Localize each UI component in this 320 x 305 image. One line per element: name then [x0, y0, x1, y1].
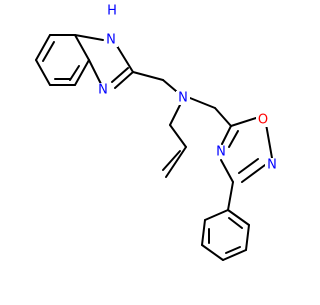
bond-amine-ch2 [189, 97, 216, 109]
benzene-ring-benzimidazole [35, 34, 90, 86]
atom-label-o-oxadiazole: O [256, 113, 270, 128]
structure-canvas: H N N N O N N [35, 3, 279, 261]
atom-label-n-imidazole: N [96, 83, 110, 98]
oxadiazole-ring [220, 117, 273, 183]
nitrogen-label-oxadiazole-4: N [216, 145, 226, 160]
hydrogen-label: H [107, 4, 117, 19]
nitrogen-label-nh: N [106, 33, 116, 48]
atom-label-n-oxadiazole-4: N [214, 145, 228, 160]
phenyl-ring [201, 209, 250, 261]
molecule-diagram: H N N N O N N [35, 3, 279, 261]
nitrogen-label-imidazole: N [98, 83, 108, 98]
atom-label-nh: H N [104, 4, 118, 48]
nitrogen-label-oxadiazole-2: N [267, 158, 277, 173]
nitrogen-label-amine: N [178, 91, 188, 106]
bond-oxadiazole-phenyl [227, 181, 234, 211]
bond-ch2-amine [162, 79, 177, 92]
allyl-chain [162, 104, 187, 178]
bond-ch2-benzimidazole [132, 71, 164, 81]
oxygen-label: O [258, 113, 268, 128]
bond-ch2-oxadiazole [214, 107, 232, 127]
imidazole-ring [74, 34, 134, 91]
atom-label-n-amine: N [176, 91, 190, 106]
atom-label-n-oxadiazole-2: N [265, 158, 279, 173]
